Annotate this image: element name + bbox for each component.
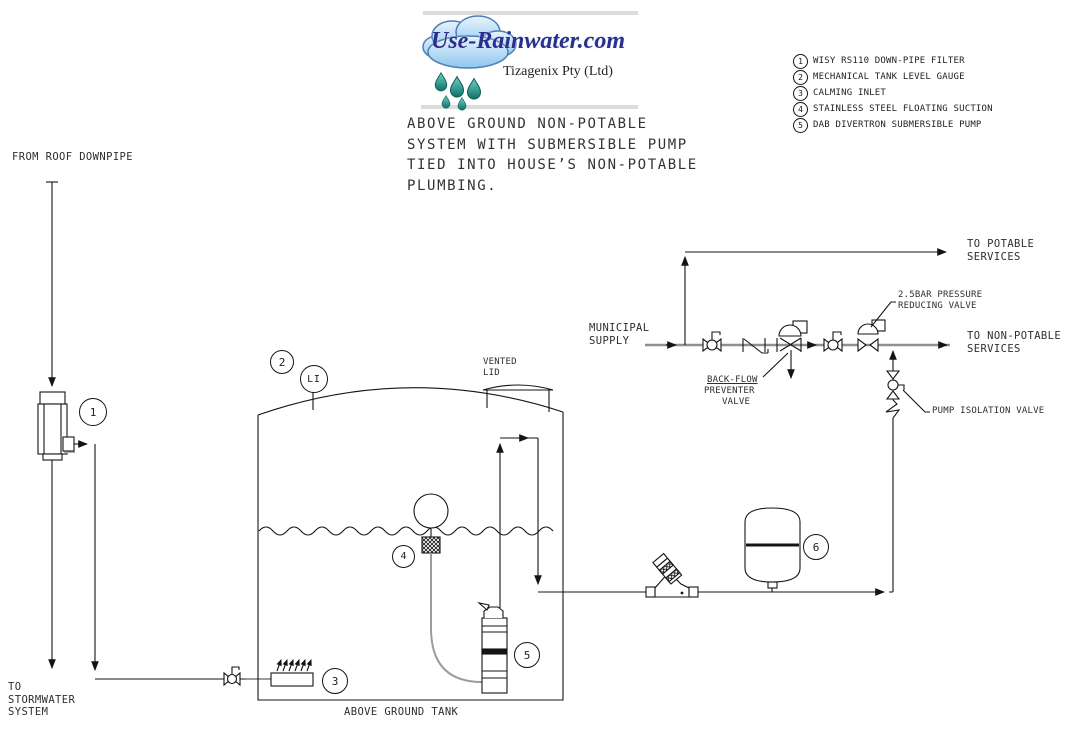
pump-discharge-line [496, 434, 646, 608]
legend-label-5: DAB DIVERTRON SUBMERSIBLE PUMP [813, 120, 982, 130]
logo-company-text: Tizagenix Pty (Ltd) [503, 64, 613, 79]
tank-feed-line [74, 440, 272, 680]
inlet-valve [223, 666, 241, 687]
legend-callout-2: 2 [793, 69, 808, 85]
legend: 1 WISY RS110 DOWN-PIPE FILTER 2 MECHANIC… [793, 53, 993, 133]
callout-6: 6 [803, 534, 829, 560]
legend-callout-1: 1 [793, 53, 808, 69]
legend-item-4: 4 STAINLESS STEEL FLOATING SUCTION [793, 101, 993, 117]
legend-label-4: STAINLESS STEEL FLOATING SUCTION [813, 104, 993, 114]
leader-lines [762, 301, 930, 413]
downpipe-filter [37, 391, 75, 461]
pump-isolation-valve-symbol [885, 349, 905, 400]
callout-3: 3 [322, 668, 348, 694]
suction-strainer [421, 536, 441, 554]
calming-inlet [270, 658, 314, 687]
legend-label-1: WISY RS110 DOWN-PIPE FILTER [813, 56, 965, 66]
pump-isolation-valve-label: PUMP ISOLATION VALVE [932, 406, 1045, 416]
legend-label-2: MECHANICAL TANK LEVEL GAUGE [813, 72, 965, 82]
drawing-title: ABOVE GROUND NON-POTABLE SYSTEM WITH SUB… [407, 116, 698, 194]
legend-item-5: 5 DAB DIVERTRON SUBMERSIBLE PUMP [793, 117, 993, 133]
cloud-icon [422, 15, 517, 69]
legend-item-2: 2 MECHANICAL TANK LEVEL GAUGE [793, 69, 993, 85]
backflow-label-line2: PREVENTER [704, 386, 755, 396]
legend-item-3: 3 CALMING INLET [793, 85, 993, 101]
float-ball [413, 493, 449, 537]
backflow-label-line1: BACK-FLOW [707, 375, 758, 385]
level-gauge: LI [300, 365, 328, 393]
ball-valve-2 [807, 331, 843, 353]
suction-hose [430, 553, 483, 683]
ball-valve-1 [702, 331, 722, 353]
pressure-tank [744, 507, 801, 592]
above-ground-tank-label: ABOVE GROUND TANK [344, 706, 459, 718]
roof-downpipe-line [46, 181, 58, 388]
tank-outline [257, 387, 564, 701]
callout-1: 1 [79, 398, 107, 426]
callout-2: 2 [270, 350, 294, 374]
legend-callout-5: 5 [793, 117, 808, 133]
legend-callout-4: 4 [793, 101, 808, 117]
raindrops-icon [434, 71, 482, 111]
legend-item-1: 1 WISY RS110 DOWN-PIPE FILTER [793, 53, 993, 69]
pump-feed-line [698, 399, 901, 596]
callout-4: 4 [392, 545, 415, 568]
potable-branch-line [681, 248, 948, 345]
pressure-reducing-valve-symbol [857, 319, 886, 353]
logo-site-text: Use-Rainwater.com [431, 28, 626, 54]
backflow-preventer-valve [776, 320, 808, 380]
to-non-potable-label: TO NON-POTABLE SERVICES [967, 330, 1062, 355]
legend-callout-3: 3 [793, 85, 808, 101]
check-valve [645, 552, 699, 598]
backflow-label-line3: VALVE [722, 397, 751, 407]
water-line [258, 526, 554, 536]
vented-lid-label: VENTED LID [483, 357, 517, 378]
pressure-reducing-valve-label: 2.5BAR PRESSURE REDUCING VALVE [898, 290, 983, 311]
swing-check-valve [742, 338, 769, 354]
logo-bottom-band [421, 105, 638, 109]
submersible-pump [477, 602, 508, 694]
to-potable-label: TO POTABLE SERVICES [967, 238, 1035, 263]
flex-connector [885, 399, 901, 428]
to-stormwater-label: TO STORMWATER SYSTEM [8, 681, 76, 718]
callout-5: 5 [514, 642, 540, 668]
from-roof-downpipe-label: FROM ROOF DOWNPIPE [12, 151, 133, 163]
legend-label-3: CALMING INLET [813, 88, 887, 98]
vented-lid-shape [482, 384, 554, 412]
logo-top-band [423, 11, 638, 15]
municipal-supply-label: MUNICIPAL SUPPLY [589, 322, 650, 347]
